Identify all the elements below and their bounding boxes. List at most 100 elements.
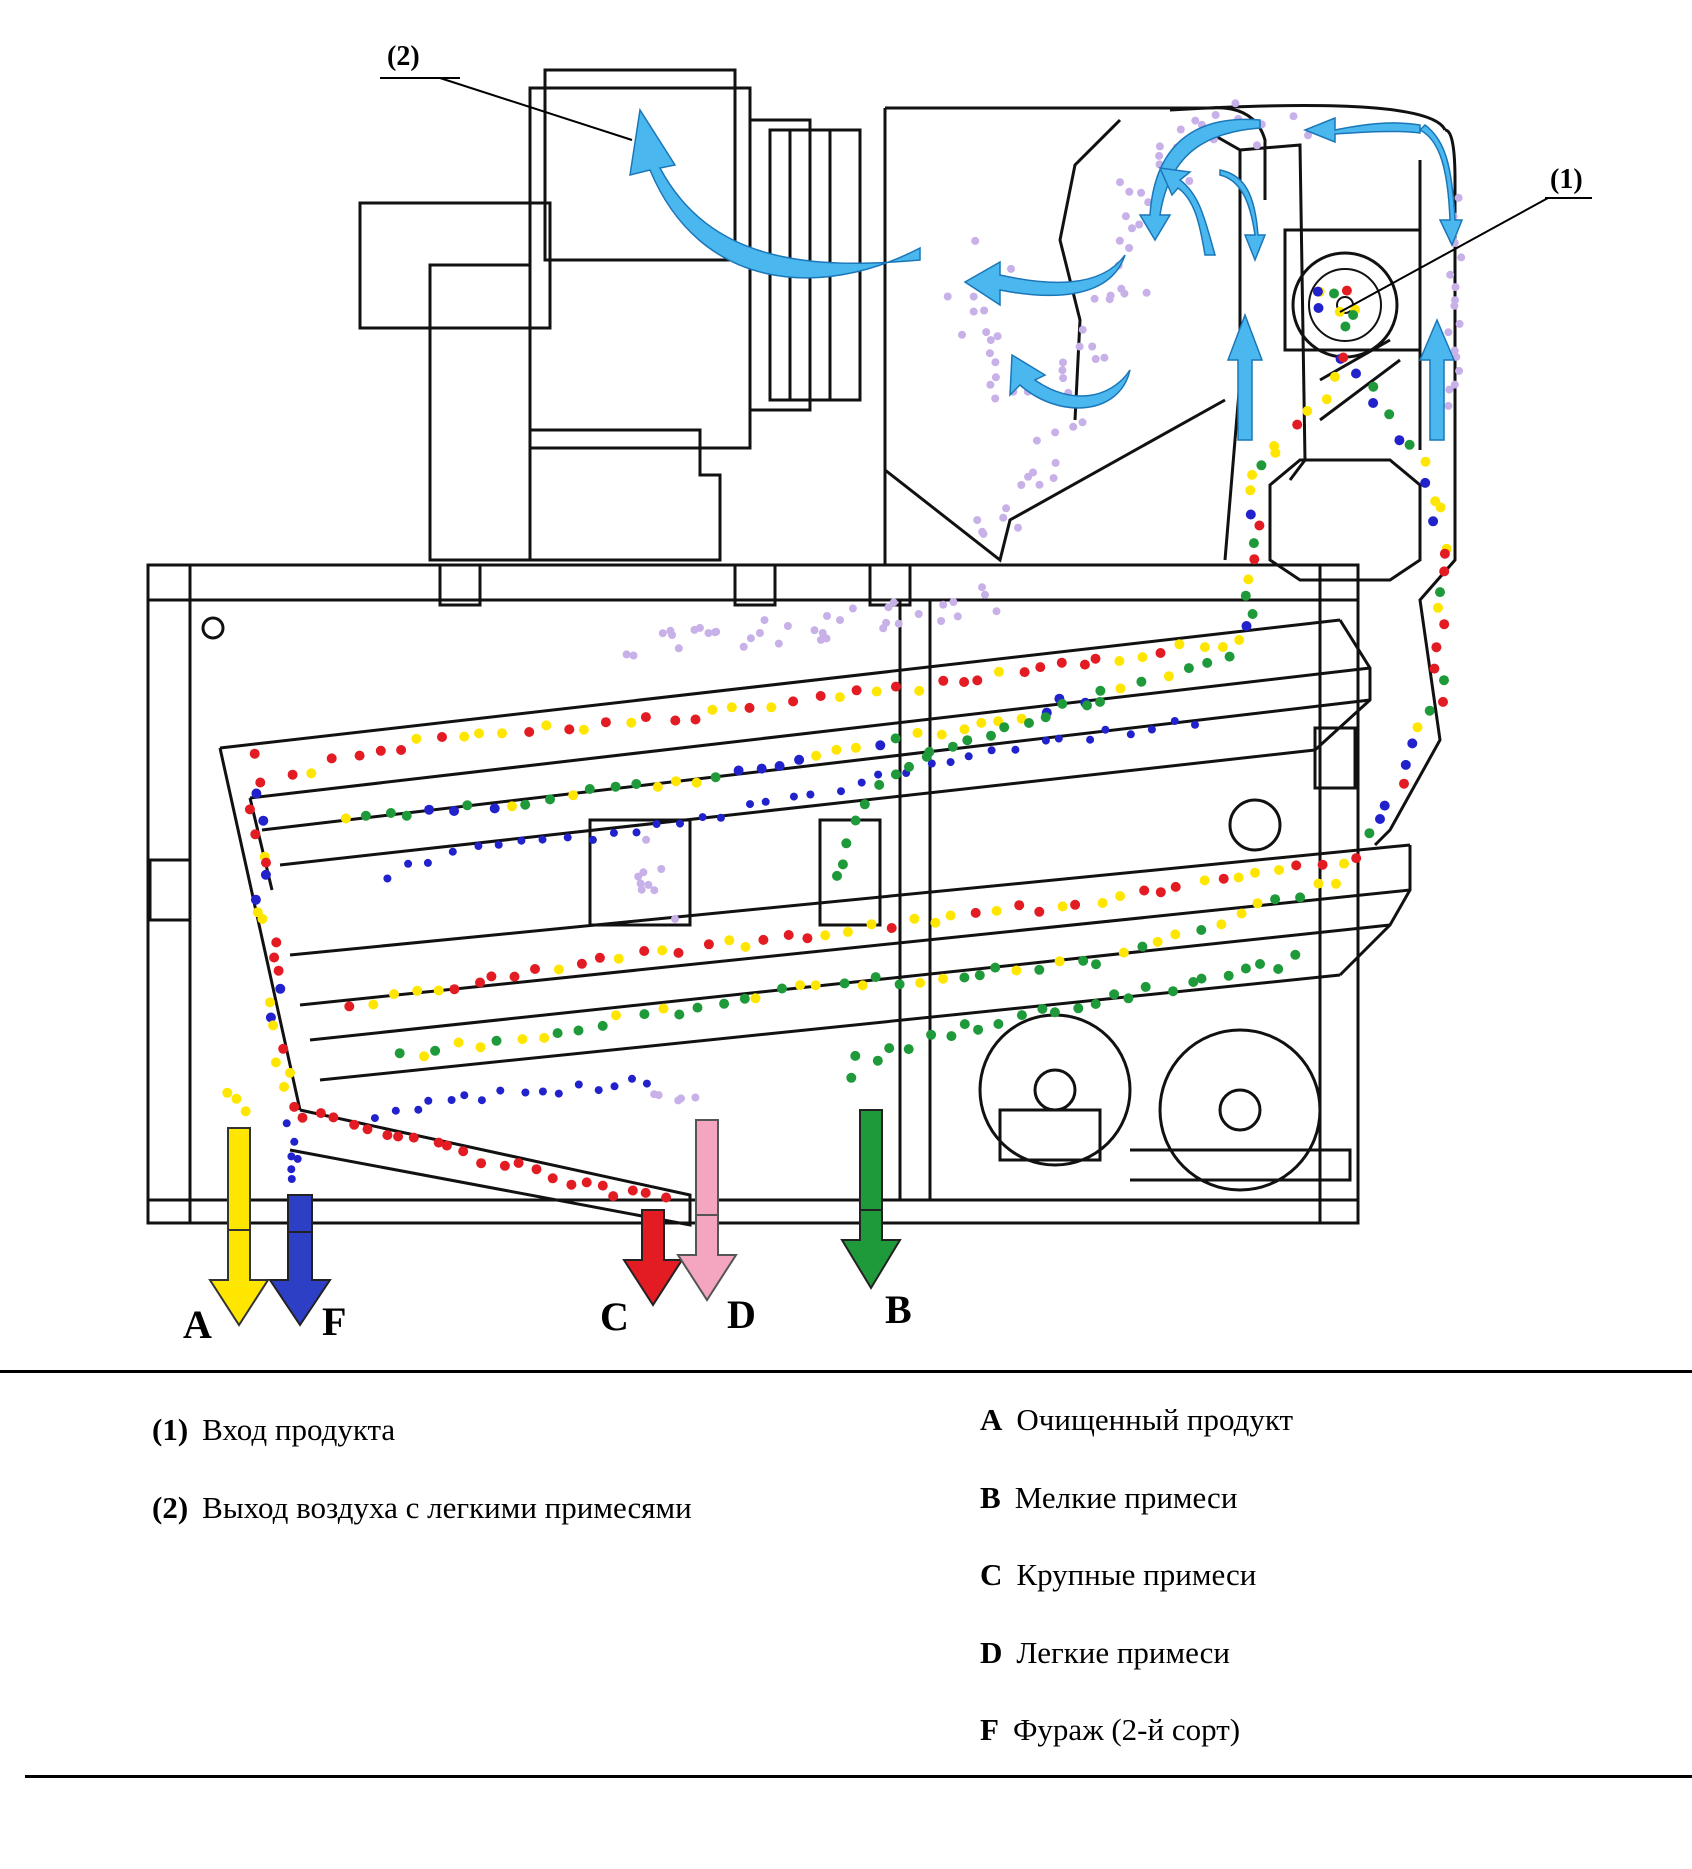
particle [990, 962, 1001, 973]
particle [385, 808, 396, 818]
particle [611, 1010, 621, 1021]
particle [441, 1140, 452, 1151]
particle [513, 1158, 524, 1168]
particle [328, 1112, 339, 1123]
particle [1435, 502, 1446, 513]
particle [1007, 264, 1015, 273]
particle [1078, 418, 1087, 427]
particle [938, 973, 949, 984]
particle [642, 1079, 651, 1088]
particle [1137, 941, 1148, 952]
particle [287, 1175, 296, 1183]
particle [251, 788, 262, 799]
particle [552, 1028, 563, 1039]
particle [894, 979, 905, 990]
air-flow-arrows [629, 107, 1464, 441]
particle [255, 777, 266, 788]
particle [340, 813, 351, 824]
particle [1118, 947, 1129, 958]
particle [657, 945, 668, 956]
particle [815, 691, 826, 701]
particle [851, 685, 862, 696]
particle [783, 622, 792, 630]
particle [1041, 736, 1050, 745]
particle [986, 380, 995, 389]
particle [424, 1096, 433, 1105]
particle [419, 1051, 430, 1062]
particle [453, 1037, 464, 1048]
outlet-label-d: D [727, 1292, 756, 1337]
particle [433, 1137, 444, 1148]
particle [610, 781, 621, 792]
particle [1176, 125, 1185, 134]
air-arrow-top [1138, 118, 1261, 242]
particle [1049, 1007, 1060, 1018]
particle [1034, 964, 1045, 975]
particle [691, 1093, 700, 1102]
particle [642, 835, 651, 844]
particle [1075, 342, 1084, 351]
particle [362, 1124, 373, 1135]
particle [866, 919, 877, 930]
particle [890, 733, 901, 744]
particle [382, 1130, 393, 1141]
particle [992, 607, 1001, 616]
particle [1243, 574, 1254, 585]
particle [945, 910, 956, 921]
particle [1040, 712, 1051, 723]
particle [257, 913, 268, 924]
particle [1424, 705, 1435, 716]
particle [1155, 142, 1164, 151]
separator-diagram: (2) (1) A F C D B [146, 41, 1592, 1347]
outlet-arrow-f [268, 1194, 332, 1327]
particle [1429, 663, 1440, 674]
particle [404, 859, 413, 868]
sieve-decks [218, 618, 1412, 1111]
particle [1223, 970, 1234, 981]
particle [1236, 908, 1247, 919]
particle [1334, 306, 1345, 317]
particle [1116, 178, 1124, 187]
particle [1049, 474, 1058, 483]
particle [600, 717, 611, 728]
particle [1233, 872, 1244, 883]
particle [810, 626, 819, 635]
particle [1155, 887, 1166, 898]
particle [909, 913, 920, 924]
particle [1019, 667, 1030, 678]
particle [489, 803, 500, 814]
particle [564, 724, 575, 735]
particle [832, 870, 842, 881]
particle [985, 349, 994, 358]
particle [449, 984, 460, 995]
particle [946, 1031, 957, 1042]
particle [969, 292, 978, 301]
particle [1247, 469, 1258, 480]
particle [270, 1057, 281, 1068]
particle [531, 1164, 542, 1175]
particle [1329, 288, 1339, 299]
svg-text:(2): (2) [387, 41, 420, 72]
particle [953, 612, 962, 621]
particle [1329, 371, 1340, 382]
particle [1016, 1010, 1027, 1021]
particle [344, 1001, 355, 1012]
particle [677, 1094, 685, 1103]
particle [816, 635, 825, 644]
particle [393, 1131, 404, 1142]
particle [285, 1067, 295, 1078]
particle [947, 741, 958, 752]
particle [1249, 554, 1260, 565]
particle [1054, 734, 1063, 743]
particle [1255, 959, 1265, 969]
particle [626, 717, 637, 728]
particle [1017, 481, 1026, 489]
particle [991, 358, 1000, 367]
particle [890, 769, 901, 780]
particle [756, 763, 767, 774]
air-arrow-to-fan [629, 107, 921, 279]
particle [1024, 472, 1033, 481]
particle [949, 598, 958, 606]
